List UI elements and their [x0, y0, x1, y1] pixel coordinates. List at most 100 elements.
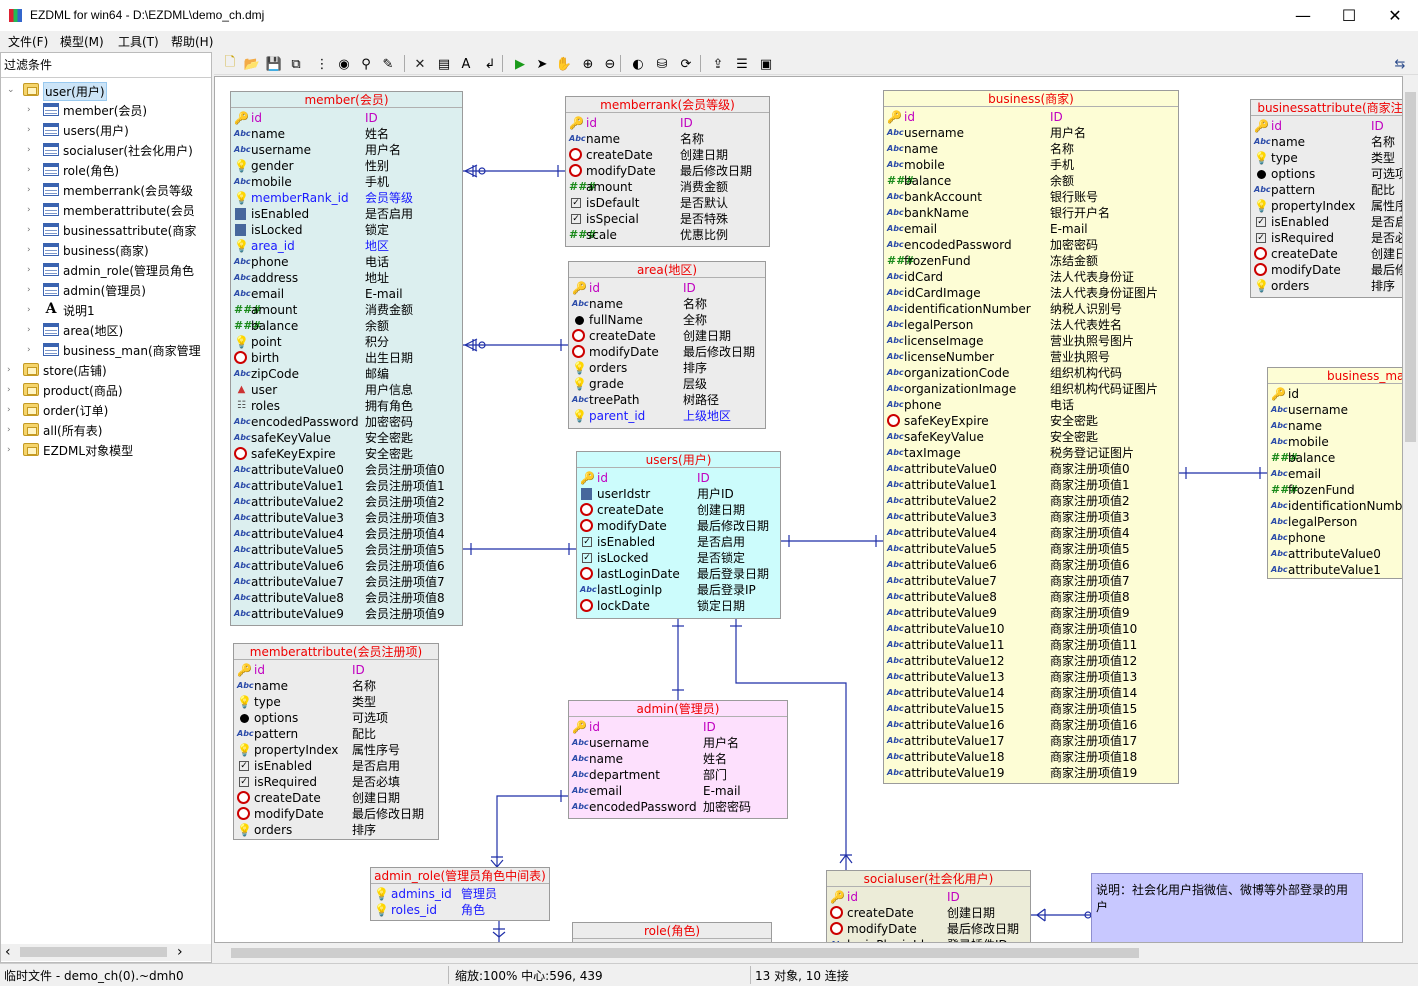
- menu-file[interactable]: 文件(F): [8, 35, 49, 49]
- expand-icon[interactable]: ›: [27, 125, 31, 135]
- model-tree[interactable]: ⌄user(用户)›member(会员)›users(用户)›socialuse…: [1, 77, 211, 943]
- entity-field[interactable]: 🔑id: [1268, 386, 1402, 402]
- tree-horizontal-scrollbar[interactable]: ‹ ›: [1, 944, 211, 961]
- tree-item[interactable]: ›role(角色): [1, 160, 211, 180]
- tree-item[interactable]: ›memberattribute(会员: [1, 200, 211, 220]
- tree-scroll-thumb[interactable]: [20, 947, 167, 957]
- tree-item[interactable]: ›memberrank(会员等级: [1, 180, 211, 200]
- tree-item[interactable]: ›admin_role(管理员角色: [1, 260, 211, 280]
- tree-item[interactable]: ›all(所有表): [1, 420, 211, 440]
- zoom-out-icon[interactable]: ⊖: [604, 56, 616, 72]
- scroll-left-icon[interactable]: ‹: [5, 944, 11, 960]
- expand-icon[interactable]: ›: [27, 265, 31, 275]
- collapse-icon[interactable]: ⌄: [7, 85, 15, 95]
- entity-field[interactable]: ###frozenFund: [1268, 482, 1402, 498]
- minimize-button[interactable]: —: [1295, 6, 1311, 25]
- new-file-icon[interactable]: 🗋: [224, 55, 236, 70]
- scroll-right-icon[interactable]: ›: [177, 944, 183, 960]
- expand-icon[interactable]: ›: [7, 425, 11, 435]
- pointer-icon[interactable]: ➤: [536, 56, 548, 72]
- menu-tools[interactable]: 工具(T): [118, 35, 159, 49]
- edit-icon[interactable]: ✎: [382, 56, 394, 72]
- expand-icon[interactable]: ›: [7, 365, 11, 375]
- import-icon[interactable]: ⇪: [712, 56, 724, 72]
- chart-icon[interactable]: ⛁: [656, 56, 668, 72]
- tree-item[interactable]: ›business(商家): [1, 240, 211, 260]
- image-export-icon[interactable]: ▣: [759, 56, 773, 72]
- expand-icon[interactable]: ›: [27, 325, 31, 335]
- expand-icon[interactable]: ›: [27, 345, 31, 355]
- tree-item[interactable]: ›product(商品): [1, 380, 211, 400]
- expand-icon[interactable]: ›: [27, 105, 31, 115]
- entity-business_man[interactable]: business_man🔑idAbcusernameAbcnameAbcmobi…: [1267, 367, 1402, 579]
